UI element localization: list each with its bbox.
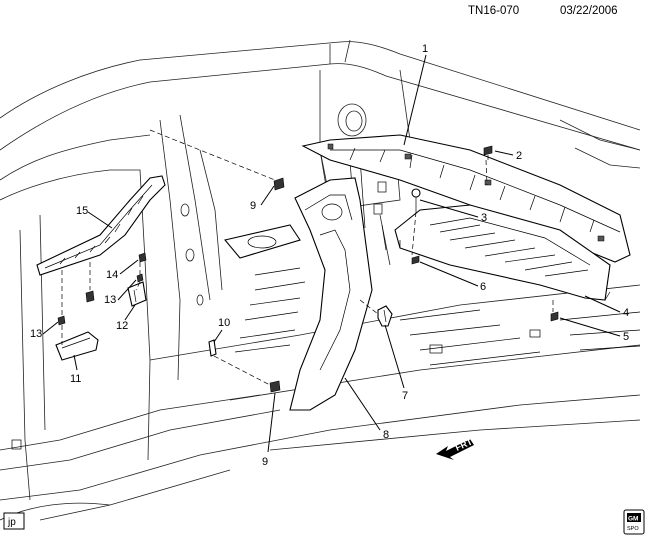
callout-2: 2 — [516, 150, 522, 162]
callout-9-lower: 9 — [262, 456, 268, 468]
part-15-sill-plate — [36, 175, 166, 276]
front-arrow-label: FRT — [454, 436, 475, 452]
front-arrow-icon — [436, 439, 474, 460]
callouts: 1 2 3 4 5 6 7 8 9 9 10 11 12 13 13 14 15 — [30, 43, 629, 468]
callout-13-lower: 13 — [30, 328, 42, 340]
callout-15: 15 — [76, 205, 88, 217]
part-8-pillar-trim — [289, 177, 373, 411]
logo-spo-text: SPO — [627, 526, 639, 532]
gm-spo-logo: GM SPO — [623, 509, 645, 535]
front-direction-indicator: FRT — [436, 436, 474, 460]
callout-12: 12 — [116, 320, 128, 332]
diagram-code: TN16-070 — [468, 5, 519, 17]
fasteners — [55, 145, 559, 393]
callout-6: 6 — [480, 281, 486, 293]
callout-10: 10 — [218, 317, 230, 329]
callout-3: 3 — [481, 212, 487, 224]
callout-7: 7 — [402, 390, 408, 402]
callout-1: 1 — [422, 43, 428, 55]
callout-11: 11 — [70, 373, 81, 385]
callout-8: 8 — [383, 429, 389, 441]
logo-gm-text: GM — [628, 516, 638, 523]
callout-14: 14 — [106, 269, 118, 281]
callout-5: 5 — [623, 331, 629, 343]
callout-4: 4 — [623, 307, 629, 319]
leader-lines — [42, 54, 621, 453]
corner-badge-left: jp — [3, 512, 25, 530]
badge-left-text: jp — [7, 517, 16, 528]
callout-13-upper: 13 — [104, 294, 116, 306]
diagram-date: 03/22/2006 — [560, 5, 618, 17]
assembly-lines — [61, 129, 554, 386]
part-4-rear-floor-trim-panel — [394, 204, 611, 301]
callout-9-upper: 9 — [250, 200, 256, 212]
